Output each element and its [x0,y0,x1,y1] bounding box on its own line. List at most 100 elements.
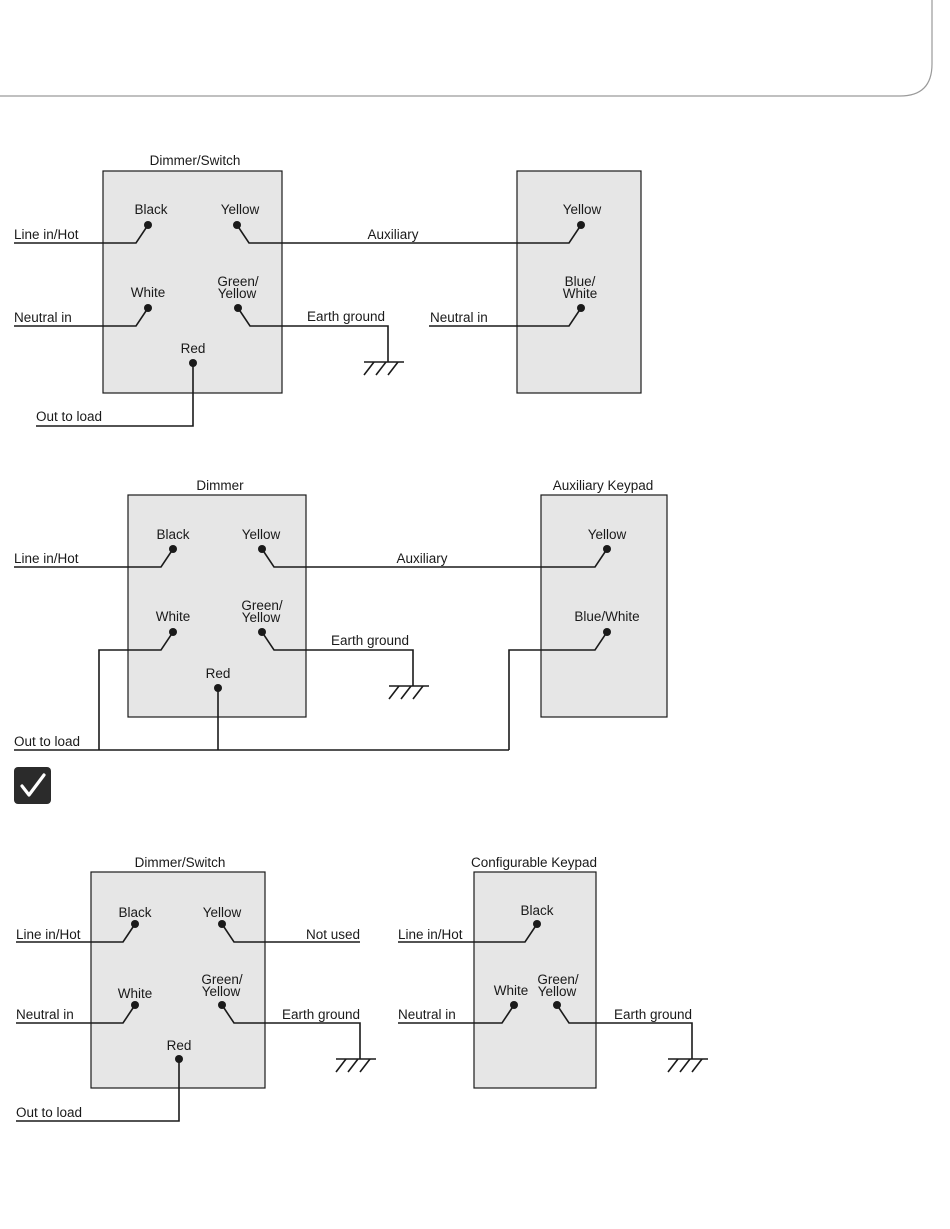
green-yellow-terminal [234,304,242,312]
ground-icon [335,1058,376,1073]
earth-ground-wire [237,307,389,362]
white-terminal-label: White [118,986,153,1001]
keypad-white-terminal [510,1001,518,1009]
red-terminal-label: Red [167,1038,192,1053]
keypad-green-yellow-label-line1: Green/ [537,972,579,987]
green-yellow-label-line2: Yellow [242,610,281,625]
auxiliary-wire [261,548,608,568]
auxiliary-keypad-box [540,494,668,718]
yellow-terminal-label: Yellow [242,527,281,542]
aux-blue-white-label-line2: White [563,286,598,301]
neutral-in-wire [16,1004,136,1024]
green-yellow-label-line1: Green/ [217,274,259,289]
earth-ground-wire [261,631,414,686]
auxiliary-wire-label: Auxiliary [367,227,418,242]
not-used-label: Not used [306,927,360,942]
aux-blue-white-terminal [577,304,585,312]
diagram-2: Dimmer Auxiliary Keypad Black Yellow Whi… [14,478,668,751]
out-to-load-wire [16,1059,180,1122]
green-yellow-label-line1: Green/ [241,598,283,613]
out-to-load-wire [36,363,194,427]
aux-yellow-terminal-label: Yellow [588,527,627,542]
black-terminal [144,221,152,229]
auxiliary-box [516,170,642,394]
line-in-wire [16,923,136,943]
white-load-wire [98,631,174,750]
aux-blue-white-wire [508,631,608,750]
line-in-wire [14,548,174,568]
line-in-wire [14,224,149,244]
keypad-earth-ground-wire [556,1004,693,1059]
white-terminal-label: White [156,609,191,624]
earth-ground-label: Earth ground [307,309,385,324]
earth-ground-label: Earth ground [282,1007,360,1022]
aux-yellow-terminal [577,221,585,229]
red-terminal [175,1055,183,1063]
red-terminal-label: Red [206,666,231,681]
green-yellow-label-line2: Yellow [202,984,241,999]
ground-icon [388,685,429,700]
keypad-black-terminal [533,920,541,928]
neutral-in-wire [14,307,149,327]
white-terminal [144,304,152,312]
out-to-load-label: Out to load [14,734,80,749]
dimmer-switch-title: Dimmer/Switch [135,855,226,870]
aux-neutral-in-label: Neutral in [430,310,488,325]
neutral-in-label: Neutral in [16,1007,74,1022]
keypad-earth-ground-label: Earth ground [614,1007,692,1022]
page-frame [0,0,933,97]
green-yellow-label-line1: Green/ [201,972,243,987]
aux-blue-white-terminal [603,628,611,636]
black-terminal-label: Black [118,905,151,920]
keypad-line-in-wire [398,923,538,943]
ground-icon [363,361,404,376]
not-used-wire [221,923,360,943]
diagram-1: Dimmer/Switch Black Yellow White Green/ … [14,153,642,427]
dimmer-switch-box [90,871,266,1089]
green-yellow-terminal [258,628,266,636]
white-terminal [169,628,177,636]
line-in-hot-label: Line in/Hot [16,927,81,942]
white-terminal-label: White [131,285,166,300]
line-in-hot-label: Line in/Hot [14,551,79,566]
auxiliary-wire-label: Auxiliary [396,551,447,566]
black-terminal-label: Black [156,527,189,542]
neutral-in-label: Neutral in [14,310,72,325]
auxiliary-keypad-title: Auxiliary Keypad [553,478,654,493]
keypad-line-in-hot-label: Line in/Hot [398,927,463,942]
dimmer-title: Dimmer [196,478,244,493]
line-in-hot-label: Line in/Hot [14,227,79,242]
yellow-terminal [218,920,226,928]
keypad-neutral-in-wire [398,1004,515,1024]
aux-blue-white-label-line1: Blue/ [565,274,596,289]
green-yellow-label-line2: Yellow [218,286,257,301]
earth-ground-label: Earth ground [331,633,409,648]
earth-ground-wire [221,1004,361,1059]
red-terminal [189,359,197,367]
aux-yellow-terminal [603,545,611,553]
red-terminal [214,684,222,692]
white-terminal [131,1001,139,1009]
out-to-load-label: Out to load [36,409,102,424]
keypad-neutral-in-label: Neutral in [398,1007,456,1022]
keypad-black-terminal-label: Black [520,903,553,918]
configurable-keypad-box [473,871,597,1089]
keypad-green-yellow-label-line2: Yellow [538,984,577,999]
out-to-load-label: Out to load [16,1105,82,1120]
keypad-ground-icon [667,1058,708,1073]
configurable-keypad-title: Configurable Keypad [471,855,597,870]
black-terminal-label: Black [134,202,167,217]
aux-blue-white-label: Blue/White [574,609,639,624]
black-terminal [169,545,177,553]
aux-neutral-wire [429,307,582,327]
aux-yellow-terminal-label: Yellow [563,202,602,217]
yellow-terminal-label: Yellow [221,202,260,217]
yellow-terminal [233,221,241,229]
keypad-green-yellow-terminal [553,1001,561,1009]
checkmark-icon [14,767,51,804]
black-terminal [131,920,139,928]
yellow-terminal [258,545,266,553]
dimmer-switch-box [102,170,283,394]
keypad-white-terminal-label: White [494,983,529,998]
